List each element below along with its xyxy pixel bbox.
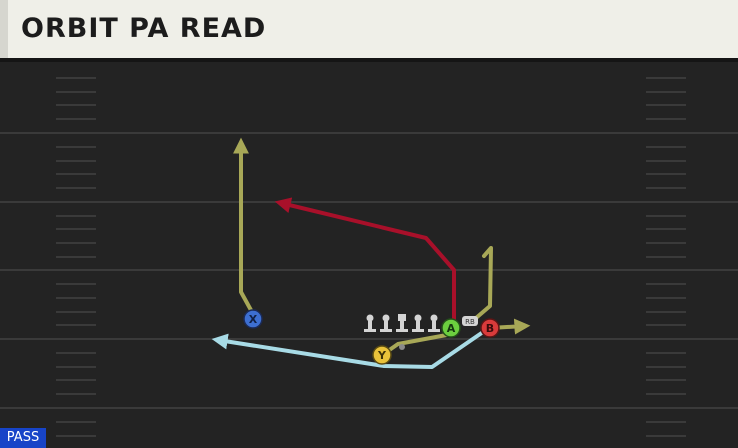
play-type-badge: PASS	[0, 428, 46, 448]
rb-tag-label: RB	[465, 318, 475, 326]
title-accent	[0, 0, 8, 60]
player-x[interactable]: X	[243, 309, 263, 329]
field-surface	[0, 62, 738, 448]
route-post	[274, 197, 456, 322]
lineman-icon	[428, 314, 440, 332]
play-title-bar: ORBIT PA READ	[0, 0, 738, 62]
player-a-label: A	[447, 322, 456, 335]
center-icon	[396, 314, 408, 332]
yard-lines	[0, 132, 738, 409]
play-field: RB X Y A B	[0, 62, 738, 448]
player-y-label: Y	[377, 349, 387, 362]
player-b-label: B	[486, 322, 494, 335]
title-shadow	[0, 58, 738, 62]
player-y[interactable]: Y	[372, 345, 392, 365]
hash-marks-left	[56, 77, 96, 437]
hash-marks-right	[646, 77, 686, 437]
player-a[interactable]: A	[441, 318, 461, 338]
rb-tag: RB	[462, 316, 478, 326]
lineman-icon	[412, 314, 424, 332]
route-a-stick	[474, 246, 493, 320]
lineman-icon	[364, 314, 376, 332]
lineman-icon	[380, 314, 392, 332]
route-orbit	[211, 328, 488, 369]
play-title: ORBIT PA READ	[21, 13, 267, 44]
qb-dot	[399, 344, 405, 350]
offensive-line	[364, 314, 440, 350]
route-x-go	[233, 137, 254, 314]
player-b[interactable]: B	[480, 318, 500, 338]
player-x-label: X	[249, 313, 258, 326]
